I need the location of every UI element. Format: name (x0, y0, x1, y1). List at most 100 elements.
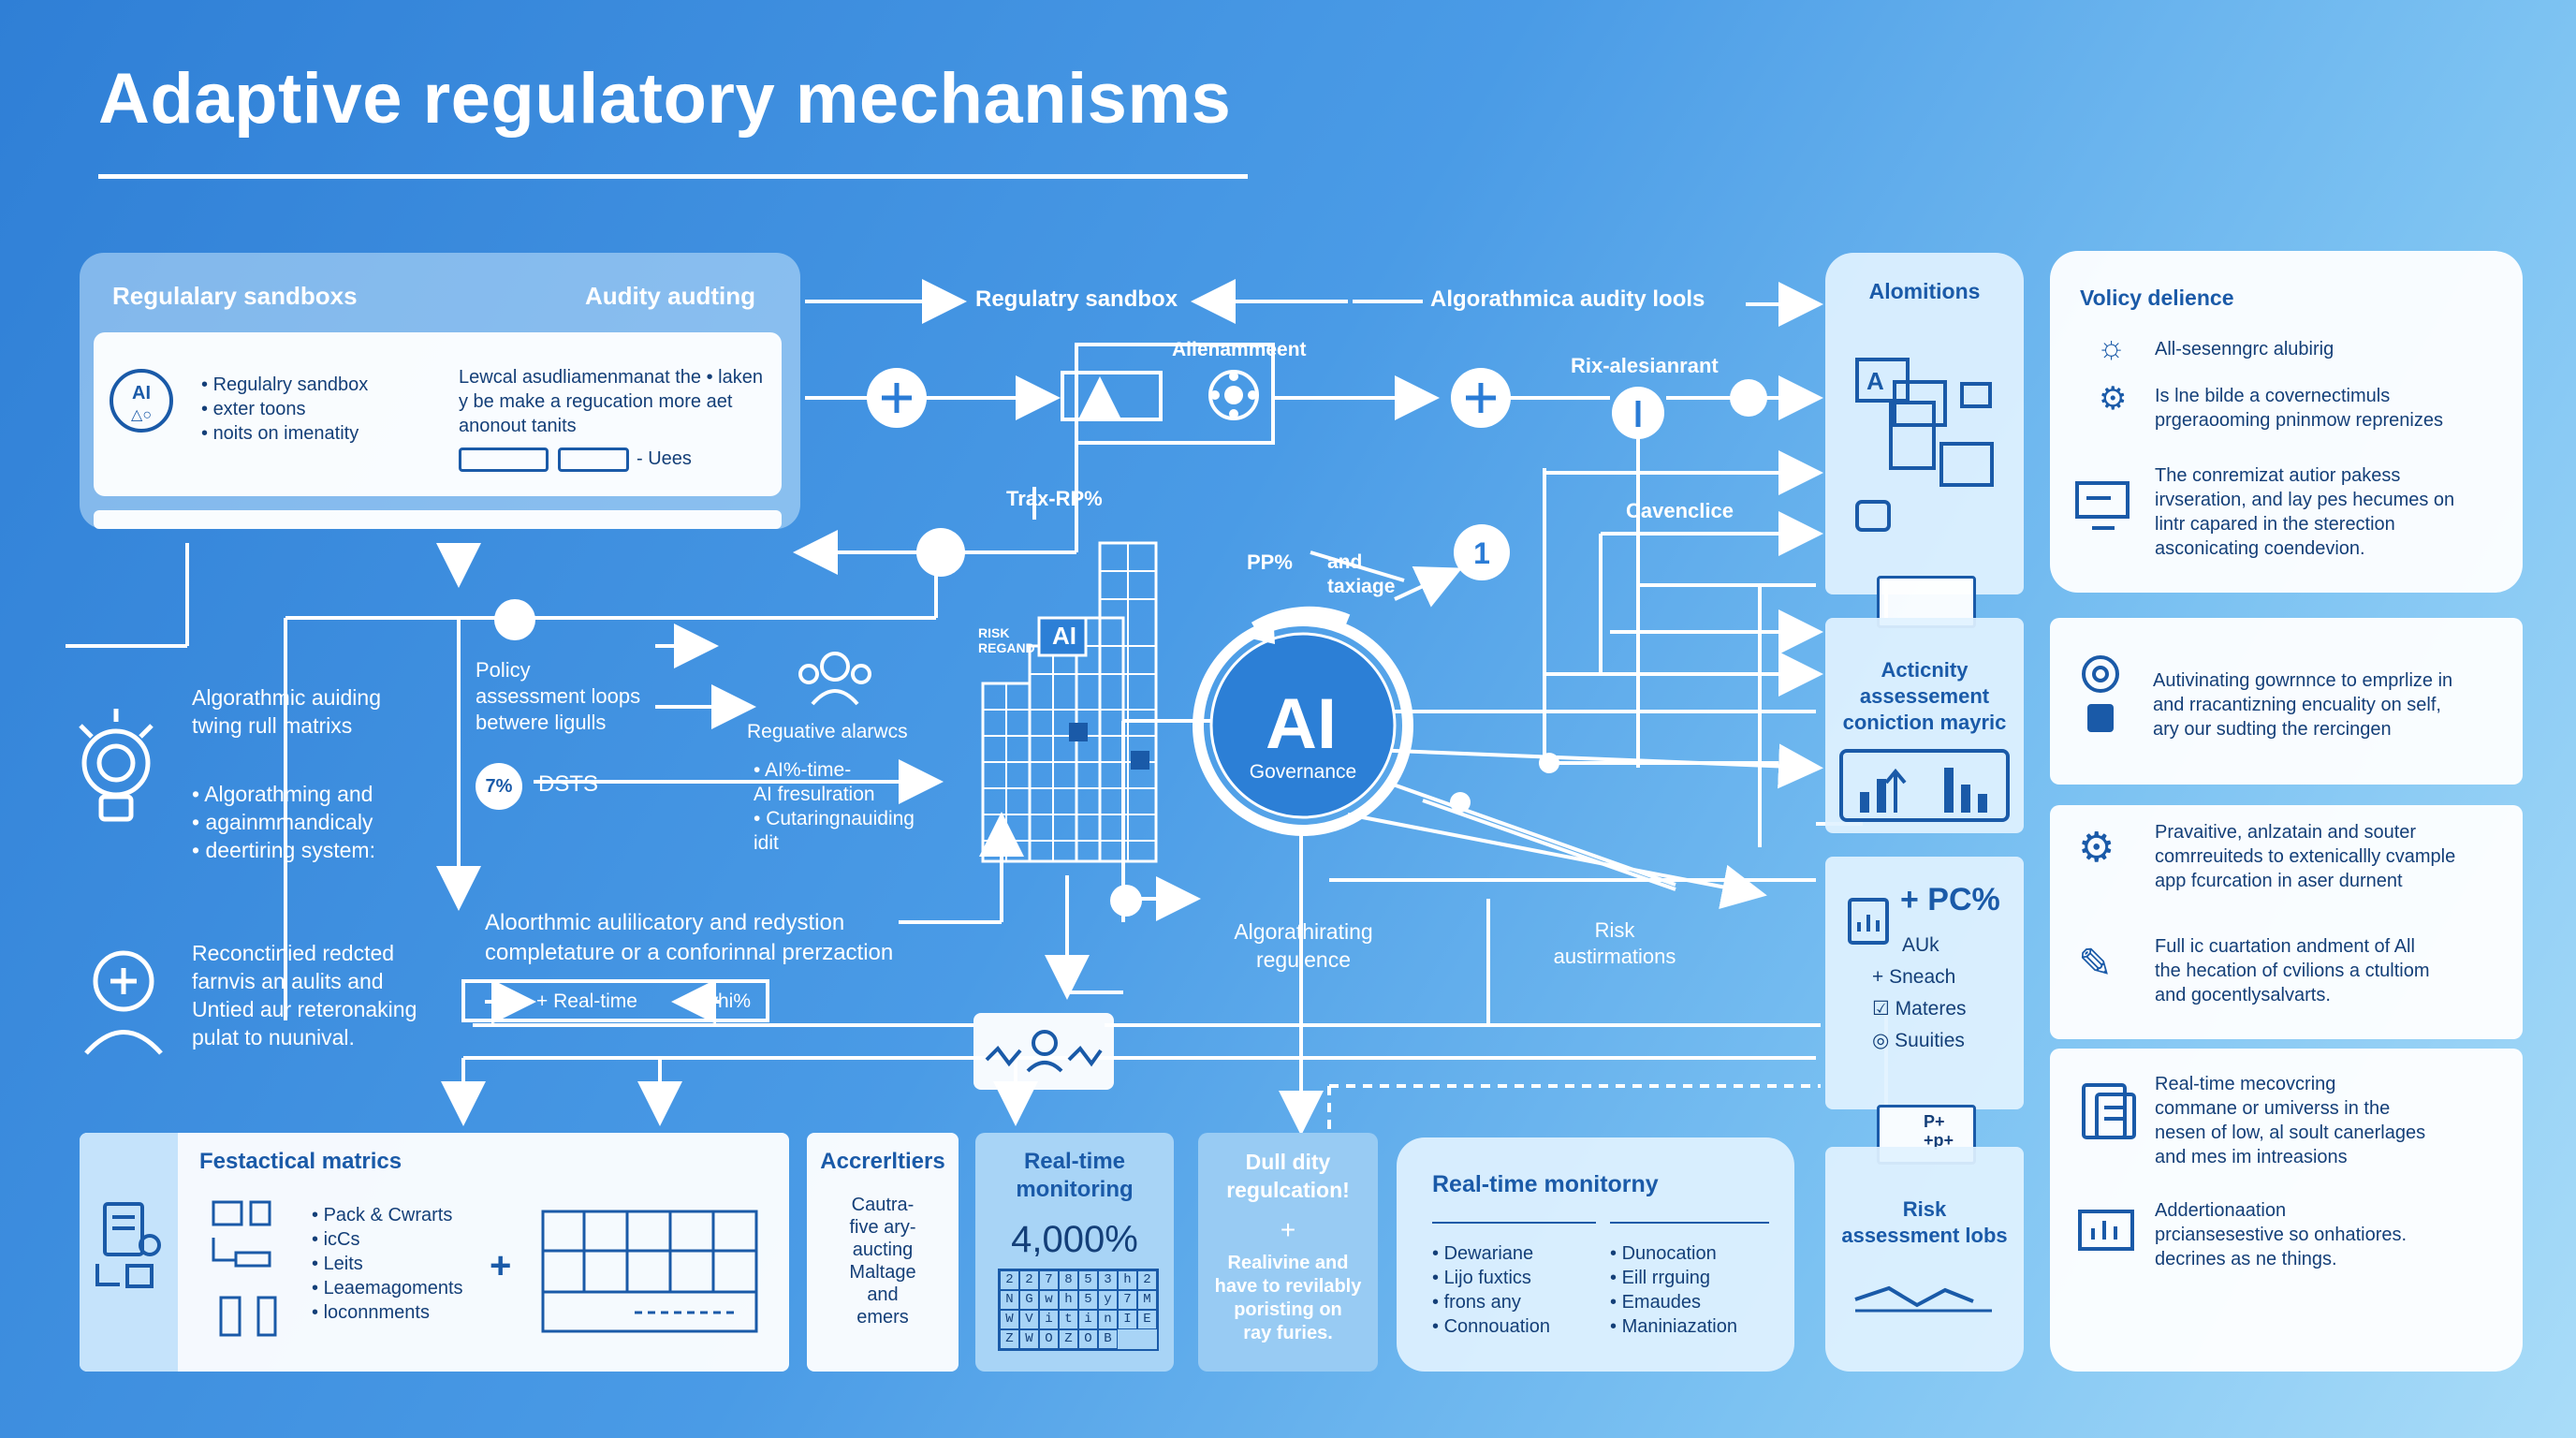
grid-cell: O (1039, 1329, 1059, 1349)
ai-governance-label: Governance (1249, 761, 1357, 783)
team-icon (798, 652, 871, 706)
duility-plus: + (1280, 1215, 1296, 1244)
sandbox-list-item: exter toons (201, 397, 368, 421)
duility-body: Realivine and have to revilably poristin… (1214, 1253, 1362, 1343)
grid-cell: 3 (1098, 1270, 1118, 1290)
policy-item: Is lne bilde a covernectimuls prgeraoomi… (2155, 386, 2443, 431)
policy-item: Full ic cuartation andment of All the he… (2155, 936, 2430, 1005)
grid-cell: w (1039, 1290, 1059, 1310)
grid-cell: N (1000, 1290, 1019, 1310)
toggle-icon (459, 448, 549, 472)
grid-cell: 7 (1039, 1270, 1059, 1290)
grid-cell: V (1019, 1310, 1039, 1329)
sandbox-description: Lewcal asudliamenmanat the • laken y be … (459, 367, 763, 436)
pp-label: PP% (1247, 550, 1293, 574)
gears-icon: ⚙ (2078, 825, 2115, 871)
grid-cell: i (1078, 1310, 1098, 1329)
grid-cell: E (1137, 1310, 1157, 1329)
monitory-list-item: Maniniazation (1610, 1314, 1737, 1339)
sandbox-heading-left: Regulalary sandboxs (112, 282, 358, 310)
regulatory-sandbox-label: Regulatry sandbox (975, 286, 1178, 312)
pc-auk: AUk (1902, 934, 1939, 956)
realtime-monitoring-value: 4,000% (1011, 1219, 1138, 1260)
factical-list-item: loconnments (312, 1300, 463, 1325)
policy-panel-1 (2050, 251, 2523, 593)
alenamment-label: Allenammeent (1172, 339, 1307, 360)
edit-icon: ✎ (2078, 941, 2113, 987)
sandbox-list: Regulalry sandbox exter toons noits on i… (201, 373, 369, 446)
alomitions-title: Alomitions (1868, 279, 1981, 303)
grid-cell: h (1118, 1270, 1137, 1290)
regulative-list: AI%-time- AI fresulration Cutaringnauidi… (754, 758, 915, 856)
grid-cell: y (1098, 1290, 1118, 1310)
trax-label: Trax-RP% (1006, 487, 1103, 510)
grid-cell: 2 (1137, 1270, 1157, 1290)
monitor-icon (2075, 481, 2130, 530)
policy-item: Real-time mecovcring commane or umiverss… (2155, 1074, 2426, 1167)
monitory-left-list: Dewariane Lijo fuxtics frons any Connoua… (1432, 1241, 1550, 1339)
sandbox-uees: - Uees (637, 448, 692, 469)
algorithmic-list-item: Algorathming and (192, 780, 375, 808)
toggle-icon (558, 448, 629, 472)
factical-side (80, 1133, 178, 1372)
algorithmic-auditing-text: Algorathmic auiding twing rull matrixs (192, 685, 382, 738)
grid-cell: t (1059, 1310, 1078, 1329)
cavendice-label: Cavenclice (1626, 499, 1734, 522)
realtime-monitoring-title: Real-time monitoring (1016, 1149, 1134, 1202)
accrediters-title: Accrerltiers (820, 1149, 945, 1174)
bar-chart-icon (1839, 749, 2010, 822)
factical-list-item: Pack & Cwrarts (312, 1203, 463, 1227)
grid-cell: h (1059, 1290, 1078, 1310)
monitory-list-item: Lijo fuxtics (1432, 1266, 1550, 1290)
policy-text: Policy assessment loops betwere ligulls (476, 658, 641, 734)
grid-cell: 8 (1059, 1270, 1078, 1290)
document-flow-icon (95, 1202, 161, 1288)
sun-icon: ☼ (2097, 330, 2127, 365)
monitory-right-list: Dunocation Eill rrguing Emaudes Maniniaz… (1610, 1241, 1737, 1339)
realtime-label: + Real-time (536, 990, 637, 1012)
algorithmic-list: Algorathming and againmmandicaly deertir… (192, 780, 375, 864)
grid-cell: n (1098, 1310, 1118, 1329)
plus-icon: + (490, 1245, 512, 1286)
grid-cell: W (1019, 1329, 1039, 1349)
document-list-icon (2082, 1083, 2136, 1139)
monitory-list-item: Eill rrguing (1610, 1266, 1737, 1290)
grid-cell: I (1118, 1310, 1137, 1329)
grid-cell: M (1137, 1290, 1157, 1310)
trend-arrow-icon (1854, 1285, 1992, 1313)
svg-text:AI: AI (132, 383, 151, 404)
policy-panel-2 (2050, 618, 2523, 785)
check-circle-icon: ◎ (1872, 1030, 1895, 1051)
whix-label: ← whi% (679, 990, 752, 1012)
pc-item: + Sneach (1872, 966, 1956, 988)
policy-item: All-sesenngrc alubirig (2155, 339, 2334, 360)
taxiage-label: and taxiage (1327, 551, 1396, 597)
divider (1432, 1222, 1596, 1224)
monitory-list-item: Dewariane (1432, 1241, 1550, 1266)
lightbulb-icon (79, 709, 154, 822)
activity-title: Acticnity assessement coniction mayric (1842, 658, 2007, 734)
grid-cell: B (1098, 1329, 1118, 1349)
accrediters-panel (807, 1133, 959, 1372)
duility-title: Dull dity regulcation! (1226, 1150, 1350, 1202)
grid-cell: 7 (1118, 1290, 1137, 1310)
pc-items: + Sneach ☑ Materes ◎ Suuities (1872, 961, 1967, 1057)
network-icon (1208, 370, 1259, 420)
monitor-signal-icon (985, 1030, 1103, 1073)
dashboard-icon (2078, 1210, 2134, 1251)
policy-item: Pravaitive, anlzatain and souter comrreu… (2155, 822, 2456, 891)
pc-item-label: Materes (1895, 998, 1967, 1020)
reconciled-text: Reconctinied redcted farnvis an aulits a… (192, 941, 417, 1049)
grid-cell: i (1039, 1310, 1059, 1329)
title-underline (98, 174, 1248, 179)
factical-list: Pack & Cwrarts icCs Leits Leaemagoments … (312, 1203, 463, 1325)
realtime-monitoring-panel (975, 1133, 1174, 1372)
regulative-label: Reguative alarwcs (747, 721, 908, 742)
badge-icon: ⚙ (2099, 381, 2128, 417)
policy-panel-3 (2050, 805, 2523, 1039)
algorithmic-list-item: deertiring system: (192, 836, 375, 864)
algo-regulence-label: Algorathirating regulence (1234, 919, 1373, 972)
algorithmic-tools-label: Algorathmica audity lools (1430, 286, 1705, 312)
clipboard-chart-icon (1848, 898, 1889, 945)
policy-item: Autivinating gowrnnce to emprlize in and… (2153, 670, 2453, 740)
